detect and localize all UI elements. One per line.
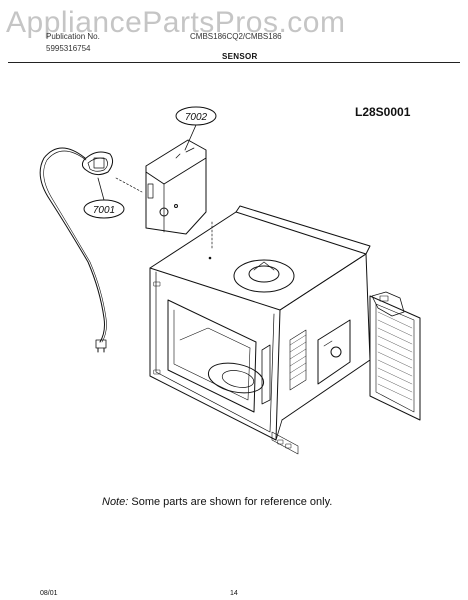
- callout-7002-label: 7002: [185, 112, 208, 123]
- publication-number: 5995316754: [46, 44, 91, 53]
- section-title: SENSOR: [222, 52, 258, 61]
- humidity-sensor-part: [39, 147, 114, 353]
- header-rule: [8, 62, 460, 63]
- footer-page-number: 14: [230, 590, 238, 597]
- callout-7001-label: 7001: [93, 205, 115, 216]
- callout-7001[interactable]: 7001: [83, 177, 125, 219]
- note-prefix: Note:: [102, 496, 129, 508]
- note-text: Some parts are shown for reference only.: [131, 496, 333, 508]
- diagram-id: L28S0001: [355, 105, 411, 119]
- footer-date: 08/01: [40, 590, 58, 597]
- reference-note: Note: Some parts are shown for reference…: [102, 496, 332, 508]
- publication-label: Publication No.: [46, 32, 100, 41]
- watermark: AppliancePartsPros.com: [6, 6, 346, 39]
- callout-7002[interactable]: 7002: [175, 106, 217, 151]
- microwave-cabinet: [149, 205, 421, 455]
- sensor-bracket-part: [115, 139, 213, 251]
- model-numbers: CMBS186CQ2/CMBS186: [190, 32, 282, 41]
